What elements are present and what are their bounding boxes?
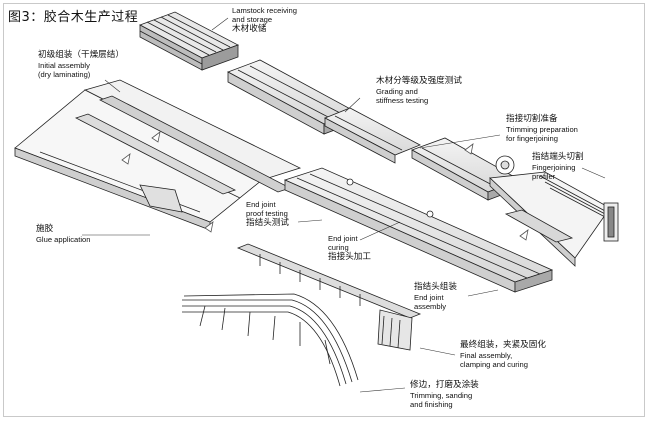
- lamstock-stack: [139, 11, 239, 71]
- label-lamstock: Lamstock receiving and storage 木材收储: [232, 6, 297, 34]
- profiler-table: [489, 171, 619, 267]
- label-finishing: 修边，打磨及涂装 Trimming, sanding and finishing: [410, 380, 479, 409]
- label-trimming-prep: 指接切割准备 Trimming preparation for fingerjo…: [506, 114, 578, 143]
- leader-lines: [82, 17, 606, 393]
- finger-comb: [236, 243, 422, 351]
- label-end-joint-assembly: 指结头组装 End joint assembly: [414, 282, 457, 311]
- end-joint-slab: [283, 167, 554, 293]
- grading-slab-2: [324, 107, 421, 164]
- figure-title: 图3：胶合木生产过程: [8, 10, 139, 25]
- flow-arrows: [121, 131, 529, 241]
- label-curing: End joint curing 指接头加工: [328, 234, 371, 262]
- label-profiler: 指结端头切割 Fingerjoining profiler: [532, 152, 584, 181]
- label-proof-testing: End joint proof testing 指结头测试: [246, 200, 289, 228]
- label-initial-assembly: 初级组装（干燥层结） Initial assembly (dry laminat…: [38, 50, 124, 79]
- label-glue: 施胶 Glue application: [36, 224, 91, 244]
- label-final-assembly: 最终组装，夹紧及固化 Final assembly, clamping and …: [460, 340, 546, 369]
- frame-border: [3, 3, 645, 417]
- curved-beam: [182, 293, 359, 387]
- label-grading: 木材分等级及强度测试 Grading and stiffness testing: [376, 76, 462, 105]
- initial-assembly-table: [14, 79, 302, 231]
